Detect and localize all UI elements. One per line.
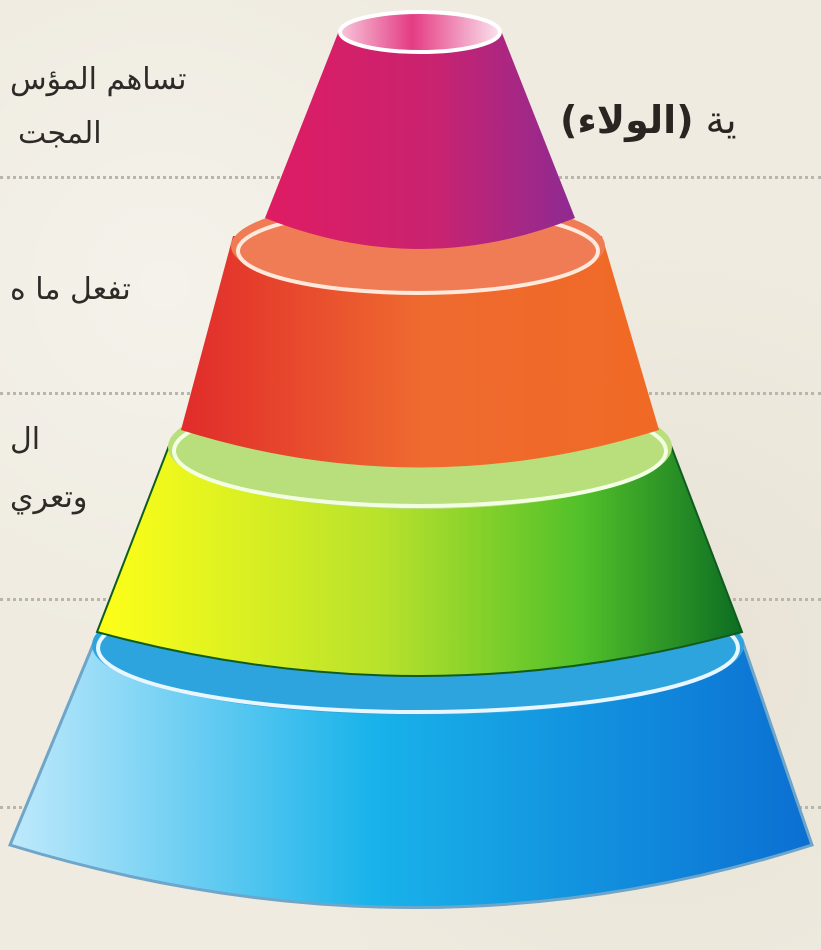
tier-1-magenta bbox=[265, 10, 575, 249]
level1-text-line1: تساهم المؤس bbox=[10, 62, 187, 97]
level2-text-line1: تفعل ما ه bbox=[10, 272, 131, 307]
level1-text-line2: المجت bbox=[18, 116, 102, 151]
level3-text-line1: ال bbox=[10, 422, 41, 457]
level3-text-line2: وتعري bbox=[10, 480, 88, 515]
title-emphasis: (الولاء) bbox=[560, 98, 694, 142]
page-title: ية (الولاء) bbox=[560, 98, 737, 142]
title-prefix: ية bbox=[693, 98, 737, 142]
